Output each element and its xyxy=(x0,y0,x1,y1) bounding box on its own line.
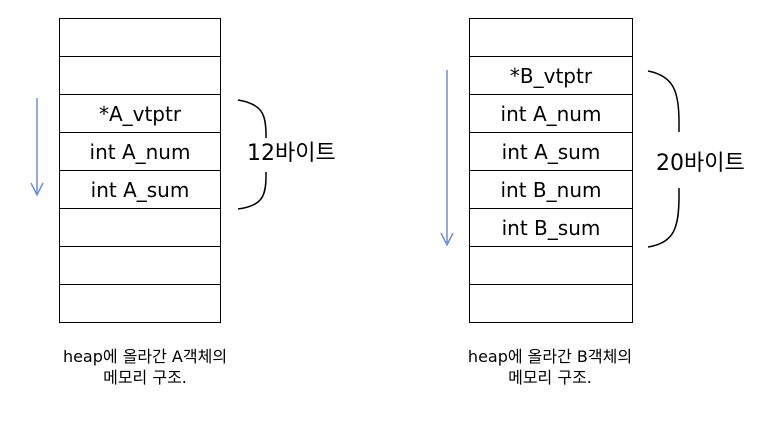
right-memory-table: *B_vtptr int A_num int A_sum int B_num i… xyxy=(469,18,633,323)
right-cell-int-b-num: int B_num xyxy=(470,171,632,209)
left-cell-empty xyxy=(60,247,220,285)
right-size-label: 20바이트 xyxy=(656,151,745,176)
left-cell-int-a-num: int A_num xyxy=(60,133,220,171)
right-brace xyxy=(647,70,680,248)
left-cell-empty xyxy=(60,209,220,247)
left-size-label: 12바이트 xyxy=(247,141,336,166)
right-cell-int-b-sum: int B_sum xyxy=(470,209,632,247)
left-caption-line-1: heap에 올라간 A객체의 xyxy=(62,347,228,366)
right-cell-empty xyxy=(470,285,632,323)
right-cell-empty xyxy=(470,19,632,57)
right-cell-int-a-num: int A_num xyxy=(470,95,632,133)
left-caption-line-2: 메모리 구조. xyxy=(103,368,187,387)
left-caption: heap에 올라간 A객체의 메모리 구조. xyxy=(20,346,270,388)
left-memory-table: *A_vtptr int A_num int A_sum xyxy=(59,18,221,323)
right-caption: heap에 올라간 B객체의 메모리 구조. xyxy=(425,346,675,388)
left-down-arrow xyxy=(30,98,44,197)
right-caption-line-1: heap에 올라간 B객체의 xyxy=(467,347,633,366)
left-cell-empty xyxy=(60,285,220,323)
right-cell-b-vtptr: *B_vtptr xyxy=(470,57,632,95)
left-cell-a-vtptr: *A_vtptr xyxy=(60,95,220,133)
right-down-arrow xyxy=(440,70,454,247)
left-brace xyxy=(237,99,267,210)
right-cell-empty xyxy=(470,247,632,285)
left-cell-empty xyxy=(60,19,220,57)
right-caption-line-2: 메모리 구조. xyxy=(508,368,592,387)
left-cell-int-a-sum: int A_sum xyxy=(60,171,220,209)
right-cell-int-a-sum: int A_sum xyxy=(470,133,632,171)
left-cell-empty xyxy=(60,57,220,95)
